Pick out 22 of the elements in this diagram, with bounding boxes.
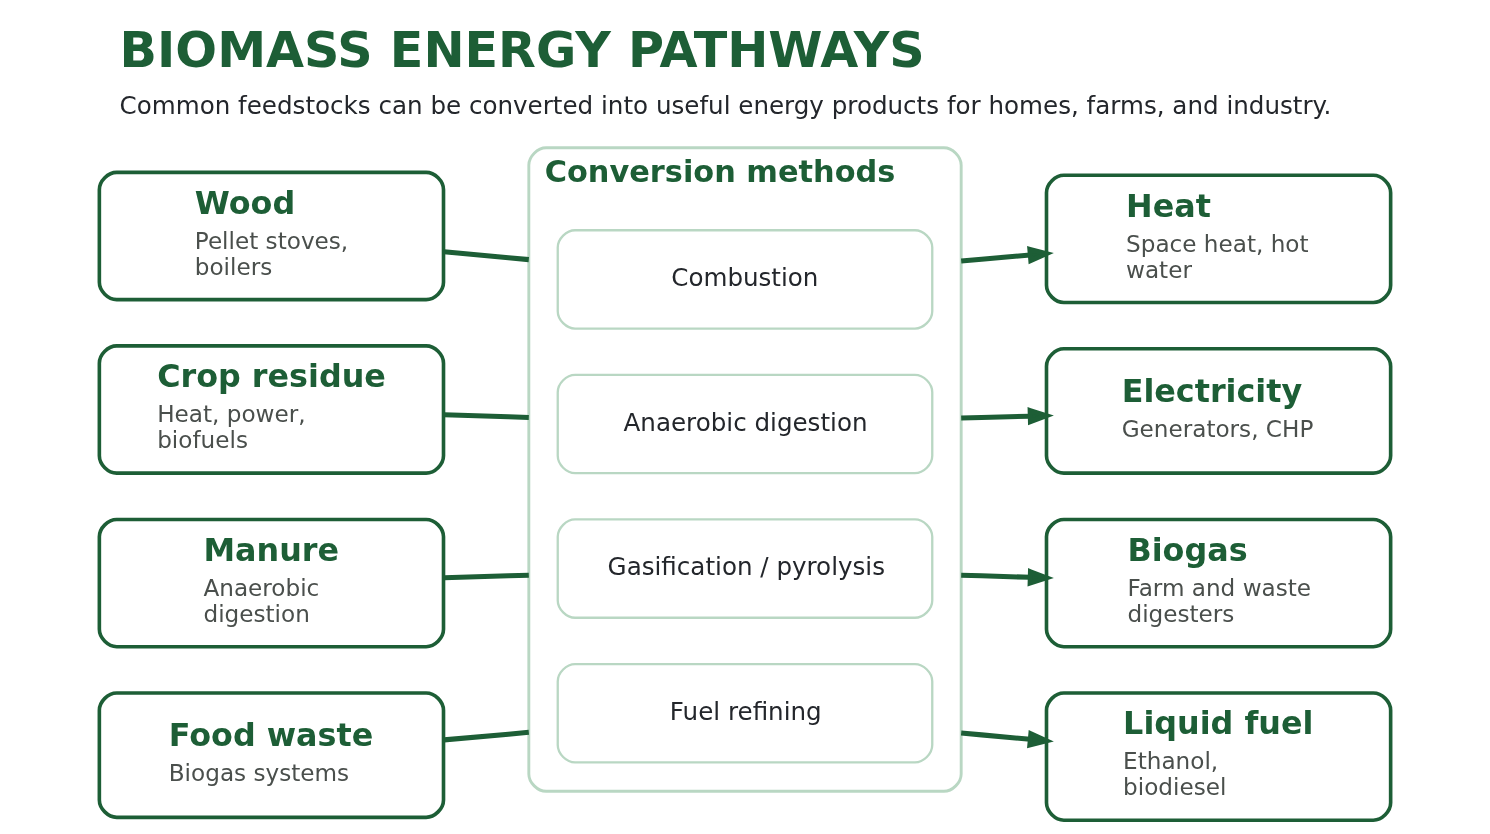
arrow xyxy=(961,567,1054,586)
node-box: Biogas Farm and waste digesters xyxy=(1044,517,1393,648)
node-box: Electricity Generators, CHP xyxy=(1044,346,1393,475)
node-box: Food waste Biogas systems xyxy=(97,690,446,819)
node-box: Liquid fuel Ethanol, biodiesel xyxy=(1044,690,1393,822)
caption: Common feedstocks can be converted into useful energy products for homes, farms, and industry. xyxy=(119,90,1332,120)
connector xyxy=(443,729,530,742)
arrow xyxy=(960,245,1054,264)
node-box: Wood Pellet stoves, boilers xyxy=(97,170,446,301)
arrow xyxy=(961,406,1054,425)
diagram-title: BIOMASS ENERGY PATHWAYS xyxy=(119,20,925,79)
node-box: Manure Anaerobic digestion xyxy=(97,517,446,648)
arrow xyxy=(960,729,1054,748)
node-box: Combustion xyxy=(556,228,934,330)
node-box: Heat Space heat, hot water xyxy=(1044,173,1393,304)
connector xyxy=(443,248,530,262)
connector xyxy=(444,572,529,580)
connector xyxy=(444,411,529,420)
node-box: Gasification / pyrolysis xyxy=(556,517,934,619)
node-box: Anaerobic digestion xyxy=(556,373,934,474)
node-box: Crop residue Heat, power, biofuels xyxy=(97,343,446,475)
node-box: Fuel refining xyxy=(556,662,934,764)
